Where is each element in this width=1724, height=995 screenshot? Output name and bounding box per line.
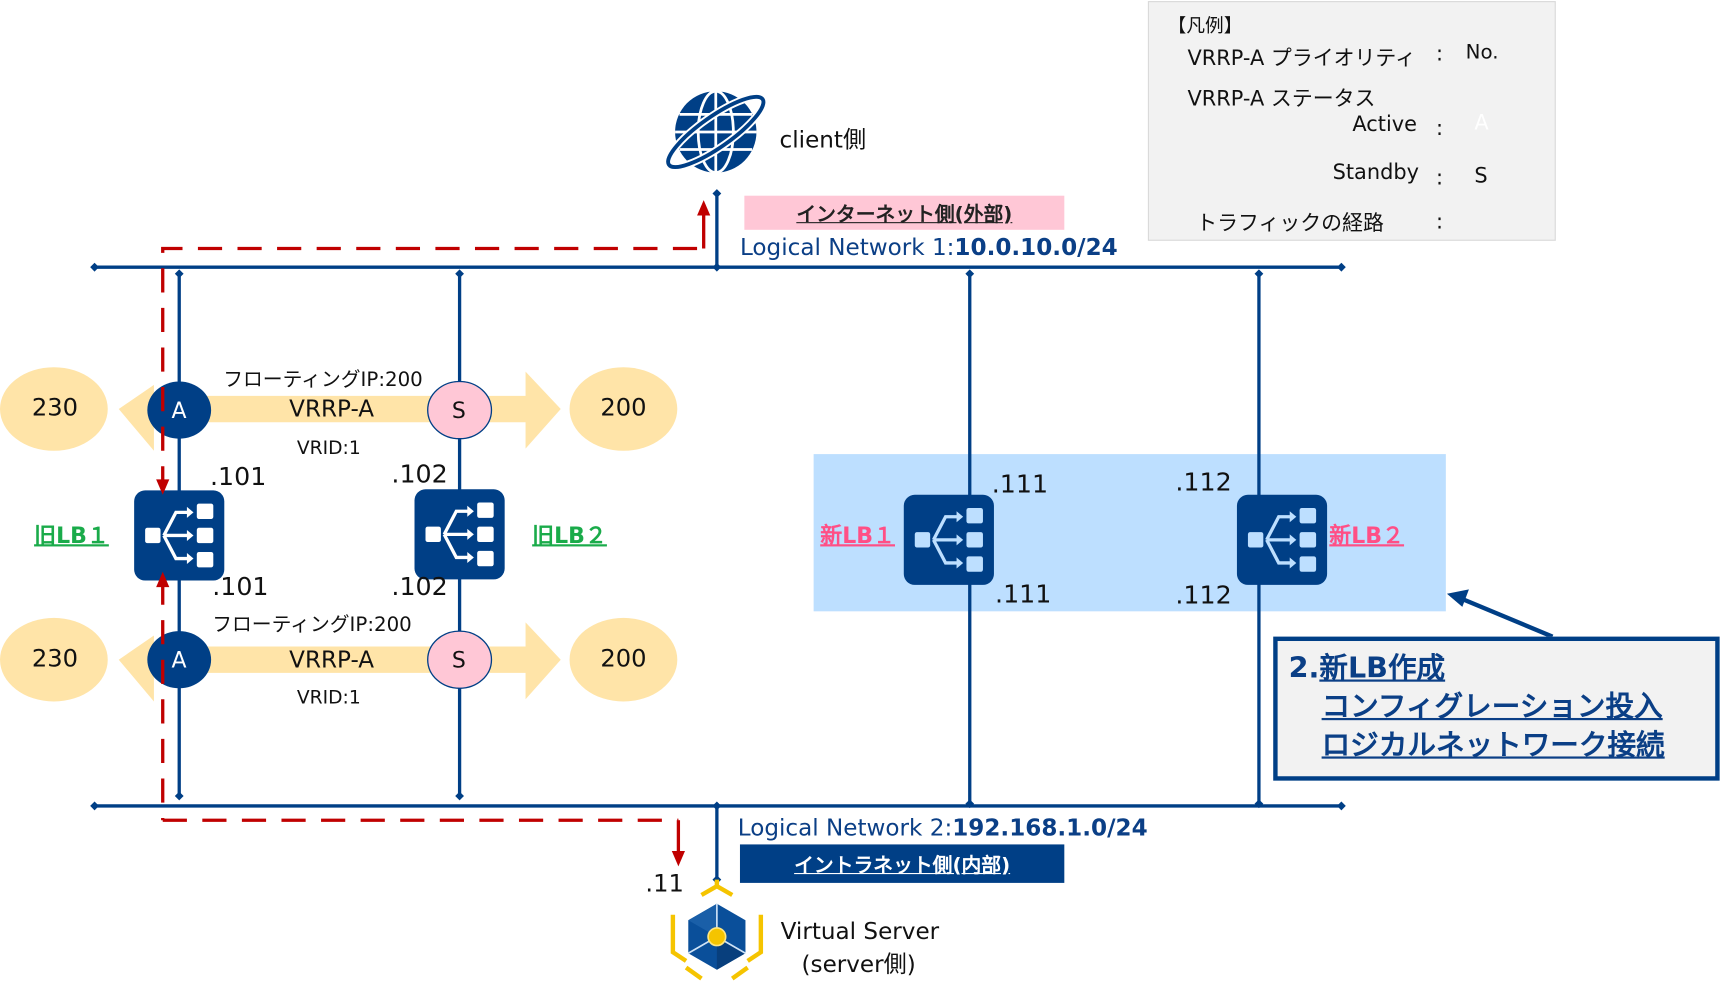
old-lb2-ip-top: .102 bbox=[391, 460, 448, 490]
legend-priority-symbol-text: No. bbox=[1465, 40, 1499, 64]
server-ip: .11 bbox=[645, 870, 684, 899]
priority-oval bbox=[569, 617, 678, 702]
new-lb1-ip-bottom: .111 bbox=[995, 580, 1052, 610]
client-label: client側 bbox=[779, 126, 867, 153]
vrrp-lower-floating-ip: フローティングIP:200 bbox=[212, 613, 412, 637]
vrrp-lower-status-left: A bbox=[171, 646, 187, 673]
traffic-arrow-down bbox=[156, 479, 170, 495]
legend-standby-label: Standby bbox=[1332, 160, 1419, 185]
new-lb2-ip-top: .112 bbox=[1175, 468, 1232, 497]
vrrp-upper-floating-ip: フローティングIP:200 bbox=[223, 368, 423, 392]
callout-text-network: ロジカルネットワーク接続 bbox=[1321, 728, 1665, 762]
legend-status-label: VRRP-A ステータス bbox=[1187, 86, 1376, 112]
legend-separator: : bbox=[1435, 116, 1443, 141]
callout-step: 2. bbox=[1288, 652, 1320, 685]
old-lb1-ip-bottom: .101 bbox=[212, 572, 269, 602]
vrrp-lower-name: VRRP-A bbox=[289, 646, 375, 673]
new-lb1-ip-top: .111 bbox=[991, 470, 1049, 500]
legend-active-label: Active bbox=[1352, 112, 1418, 137]
old-lb2-ip-bottom: .102 bbox=[391, 572, 448, 602]
vrrp-upper-status-right: S bbox=[451, 396, 466, 424]
vrrp-upper-status-left: A bbox=[171, 396, 187, 424]
new-lb2-icon bbox=[1235, 493, 1329, 587]
traffic-arrow-up bbox=[156, 571, 170, 588]
callout-text-config: コンフィグレーション投入 bbox=[1321, 690, 1663, 724]
callout-pointer bbox=[1459, 596, 1554, 639]
vrrp-upper-priority-left: 230 bbox=[31, 394, 79, 423]
server-label-line1: Virtual Server bbox=[780, 918, 940, 945]
priority-oval bbox=[0, 367, 108, 451]
vrrp-lower-status-right: S bbox=[451, 646, 466, 673]
intranet-side-badge: イントラネット側(内部) bbox=[739, 844, 1065, 883]
network2-name: Logical Network 2: bbox=[737, 814, 953, 842]
vrrp-upper-vrid: VRID:1 bbox=[296, 437, 361, 460]
legend-standby-symbol-text: S bbox=[1474, 163, 1488, 189]
old-lb1-label: 旧LB１ bbox=[34, 522, 109, 549]
traffic-arrow-down bbox=[671, 851, 685, 867]
callout-title: 新LB作成 bbox=[1319, 652, 1446, 685]
new-lb1-label: 新LB１ bbox=[820, 522, 895, 549]
callout-line3: ロジカルネットワーク接続 bbox=[1289, 727, 1716, 765]
vrrp-lower-vrid: VRID:1 bbox=[296, 687, 361, 710]
vrrp-upper-priority-right: 200 bbox=[600, 394, 647, 423]
network2-cidr: 192.168.1.0/24 bbox=[952, 814, 1148, 842]
traffic-arrow-up bbox=[697, 200, 711, 216]
new-lb1-icon bbox=[902, 493, 996, 587]
standby-status-circle bbox=[427, 630, 493, 689]
priority-oval bbox=[0, 617, 108, 702]
vrrp-upper-arrow bbox=[118, 371, 561, 451]
legend-priority-label: VRRP-A プライオリティ bbox=[1187, 46, 1416, 71]
priority-oval bbox=[569, 367, 678, 451]
legend-separator: : bbox=[1435, 41, 1443, 66]
new-lb2-label: 新LB２ bbox=[1329, 522, 1405, 549]
callout-line1: 2.新LB作成 bbox=[1289, 650, 1716, 688]
vrrp-lower-priority-left: 230 bbox=[31, 645, 79, 673]
old-lb1-icon bbox=[132, 488, 226, 583]
vrrp-upper-name: VRRP-A bbox=[289, 395, 375, 423]
legend-panel bbox=[1147, 1, 1556, 241]
vrrp-lower-priority-right: 200 bbox=[600, 645, 647, 673]
callout-line2: コンフィグレーション投入 bbox=[1289, 688, 1716, 726]
traffic-path bbox=[161, 213, 706, 854]
virtual-server-icon bbox=[670, 879, 764, 981]
internet-side-badge: インターネット側(外部) bbox=[744, 195, 1065, 230]
network1-label: Logical Network 1:10.0.10.0/24 bbox=[740, 234, 1118, 260]
standby-status-circle bbox=[427, 380, 493, 440]
step-callout: 2.新LB作成 コンフィグレーション投入 ロジカルネットワーク接続 bbox=[1273, 636, 1720, 781]
new-lb2-ip-bottom: .112 bbox=[1175, 581, 1232, 611]
network2-label: Logical Network 2:192.168.1.0/24 bbox=[738, 815, 1148, 841]
old-lb2-label: 旧LB２ bbox=[532, 522, 607, 549]
old-lb2-icon bbox=[412, 487, 507, 582]
globe-icon bbox=[664, 89, 768, 174]
old-lb1-ip-top: .101 bbox=[210, 462, 267, 492]
server-label-line2: (server側) bbox=[801, 951, 916, 978]
network1-name: Logical Network 1: bbox=[739, 234, 955, 261]
vrrp-lower-arrow bbox=[118, 622, 561, 702]
legend-separator: : bbox=[1435, 210, 1443, 235]
legend-separator: : bbox=[1435, 166, 1443, 191]
network1-cidr: 10.0.10.0/24 bbox=[954, 234, 1118, 261]
legend-title: 【凡例】 bbox=[1167, 15, 1243, 38]
legend-traffic-label: トラフィックの経路 bbox=[1196, 211, 1384, 236]
legend-active-symbol-text: A bbox=[1474, 111, 1489, 136]
